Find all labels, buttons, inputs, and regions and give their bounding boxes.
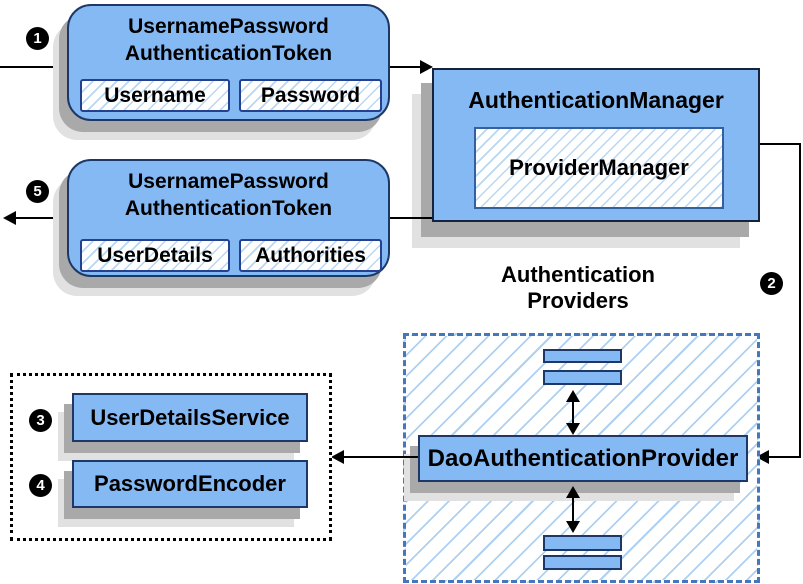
request-token-title-line1: UsernamePassword [128, 15, 329, 38]
manager-to-result-line [390, 217, 432, 219]
arrow-up-icon [566, 390, 580, 402]
request-token-title: UsernamePassword AuthenticationToken [69, 6, 388, 67]
provider-manager-label: ProviderManager [509, 155, 689, 180]
authorities-field-box: Authorities [239, 239, 382, 272]
result-token-title-line1: UsernamePassword [128, 170, 329, 193]
result-token-box: UsernamePassword AuthenticationToken Use… [67, 159, 390, 277]
userdetails-field-label: UserDetails [97, 243, 213, 267]
arrow-down-icon [566, 423, 580, 435]
step-1-number: 1 [33, 30, 42, 47]
step-4-number: 4 [36, 477, 45, 494]
double-arrow-line [572, 496, 574, 523]
arrow-right-icon [420, 60, 433, 74]
step-5-badge: 5 [26, 180, 49, 203]
result-token-title-line2: AuthenticationToken [124, 197, 333, 220]
step-2-badge: 2 [760, 272, 783, 295]
dao-authentication-provider-label: DaoAuthenticationProvider [427, 444, 739, 472]
dao-authentication-provider-box: DaoAuthenticationProvider [418, 435, 748, 482]
username-field-box: Username [80, 79, 230, 112]
password-field-box: Password [239, 79, 382, 112]
manager-out-line-top [760, 143, 801, 145]
username-field-label: Username [104, 83, 206, 107]
authorities-field-label: Authorities [255, 243, 366, 267]
step-1-badge: 1 [26, 27, 49, 50]
manager-out-line-bottom [768, 456, 800, 458]
provider-manager-box: ProviderManager [474, 127, 724, 209]
authentication-manager-title: AuthenticationManager [468, 87, 724, 113]
provider-stack-bar [543, 370, 622, 385]
request-token-title-line2: AuthenticationToken [124, 42, 333, 65]
dao-to-services-line [342, 456, 418, 458]
provider-stack-bar [543, 535, 622, 551]
request-token-box: UsernamePassword AuthenticationToken Use… [67, 4, 390, 121]
step-4-badge: 4 [29, 474, 52, 497]
providers-heading-line1: Authentication [501, 262, 655, 287]
provider-stack-bar [543, 349, 622, 363]
user-details-service-box: UserDetailsService [72, 393, 308, 442]
password-encoder-label: PasswordEncoder [94, 471, 286, 496]
password-encoder-box: PasswordEncoder [72, 460, 308, 508]
incoming-request-line [0, 66, 67, 68]
step-3-badge: 3 [29, 409, 52, 432]
password-field-label: Password [260, 83, 361, 107]
authentication-manager-box: AuthenticationManager ProviderManager [432, 68, 760, 222]
arrow-down-icon [566, 521, 580, 533]
token-to-manager-line [390, 66, 422, 68]
outgoing-result-line [14, 217, 67, 219]
provider-stack-bar [543, 555, 622, 570]
arrow-left-icon [3, 211, 16, 225]
providers-heading: Authentication Providers [468, 262, 688, 314]
providers-heading-line2: Providers [527, 288, 629, 313]
double-arrow-line [572, 400, 574, 425]
result-token-title: UsernamePassword AuthenticationToken [69, 161, 388, 222]
step-5-number: 5 [33, 183, 42, 200]
arrow-left-icon [331, 450, 344, 464]
step-3-number: 3 [36, 412, 45, 429]
step-2-number: 2 [767, 275, 776, 292]
user-details-service-label: UserDetailsService [90, 404, 290, 430]
manager-out-line-vertical [799, 143, 801, 458]
arrow-up-icon [566, 486, 580, 498]
userdetails-field-box: UserDetails [80, 239, 230, 272]
